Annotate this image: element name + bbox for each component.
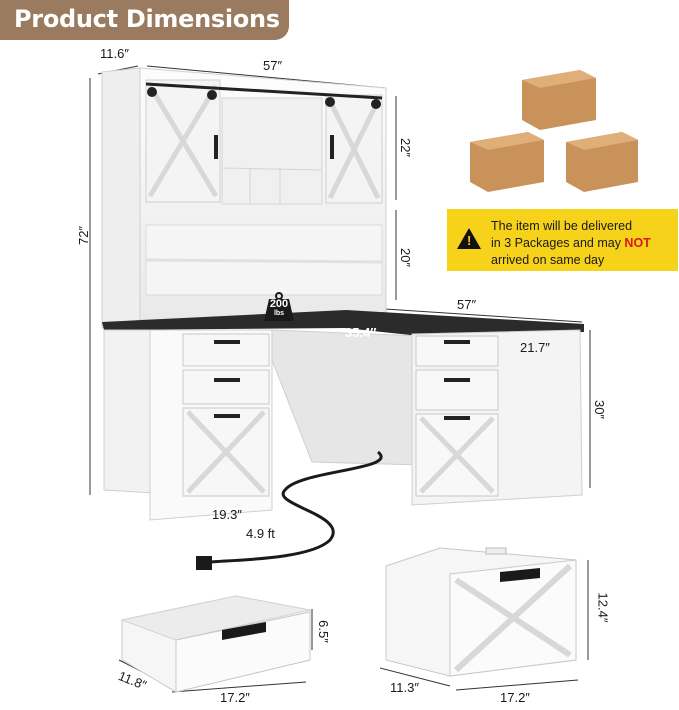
hutch [101,67,387,329]
inner-width-label: 35.4″ [345,325,377,340]
cabinet-depth-label: 19.3″ [212,507,242,522]
plug-icon [196,556,212,570]
file-cabinet-depth-label: 11.3″ [390,680,419,695]
notice-line-1: The item will be delivered [491,219,633,233]
drawer-height-label: 6.5″ [315,620,331,643]
package-boxes [470,70,638,192]
page-title: Product Dimensions [14,5,280,33]
l-width-label: 57″ [457,297,477,312]
total-height-label: 72″ [76,225,92,246]
drawer-detail [120,595,311,693]
left-cabinet [103,329,273,521]
weight-unit: lbs [273,310,285,317]
notice-text: The item will be delivered in 3 Packages… [491,218,676,269]
hutch-upper-height-label: 22″ [398,137,414,158]
cord-length-label: 4.9 ft [246,526,275,541]
delivery-notice: ! The item will be delivered in 3 Packag… [447,209,678,271]
notice-line-2: in 3 Packages and may NOT [491,235,676,252]
weight-icon [264,292,294,321]
weight-capacity-badge: 200 lbs [263,292,295,322]
right-cabinet [411,329,583,506]
hutch-depth-label: 11.6″ [100,46,129,61]
file-cabinet-height-label: 12.4″ [595,592,611,623]
hutch-lower-height-label: 20″ [398,247,414,268]
notice-not-emphasis: NOT [624,236,651,250]
desk-depth-label: 21.7″ [520,340,550,355]
notice-line-2-text: in 3 Packages and may [491,236,625,250]
title-banner: Product Dimensions [0,0,289,40]
warning-icon [457,228,481,249]
weight-value: 200 [269,298,289,310]
power-cord [209,450,383,564]
file-cabinet-width-label: 17.2″ [500,690,530,705]
file-cabinet-detail [385,547,577,677]
desk-height-label: 30″ [592,399,608,420]
drawer-width-label: 17.2″ [220,690,250,705]
hutch-width-label: 57″ [263,58,283,73]
notice-line-3: arrived on same day [491,253,605,267]
